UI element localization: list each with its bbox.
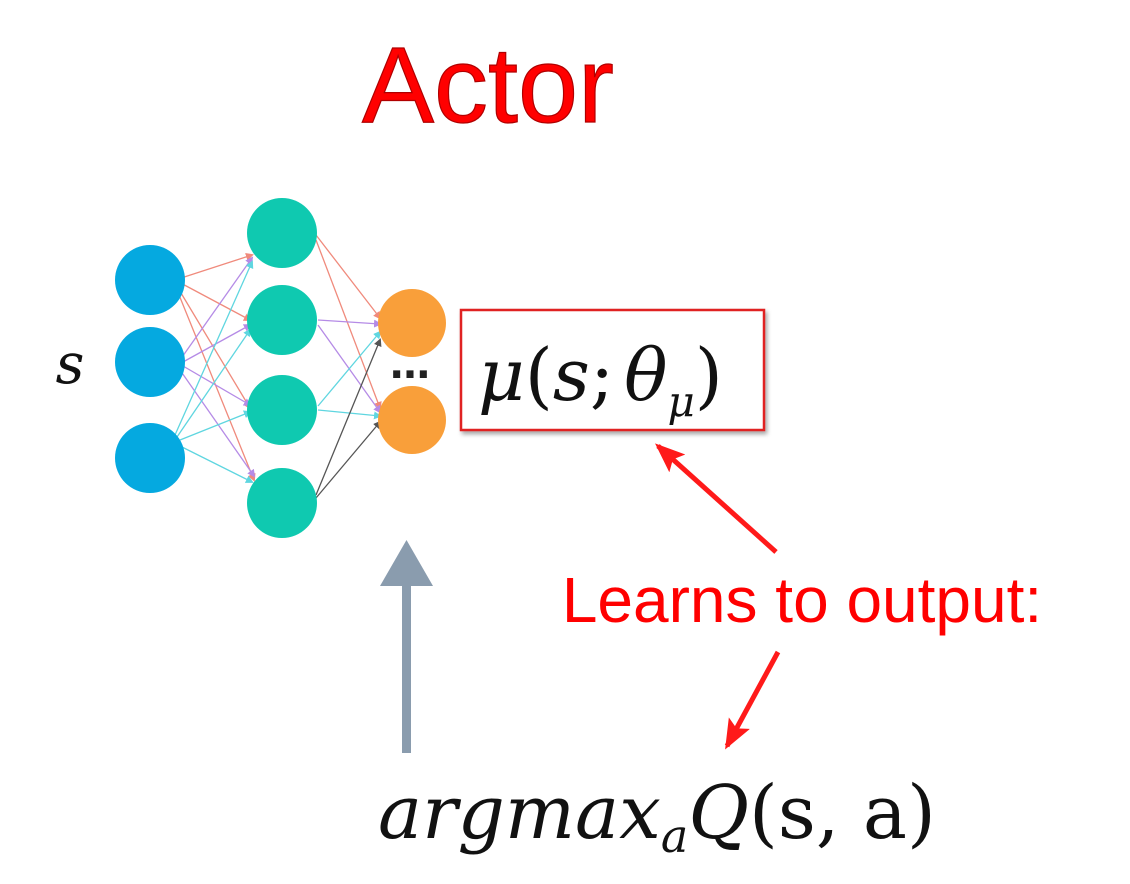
- output-close-paren: ): [695, 333, 723, 417]
- target-main: argmax: [378, 770, 661, 856]
- input-layer: [115, 245, 185, 493]
- target-func: Q: [688, 770, 749, 856]
- hidden-to-output-connections: [315, 234, 382, 499]
- output-node: [378, 386, 446, 454]
- output-box: [459, 308, 766, 432]
- output-param: θ: [624, 333, 667, 417]
- input-to-hidden-connections: [174, 253, 256, 483]
- hidden-node: [247, 198, 317, 268]
- output-open-paren: (: [525, 333, 553, 417]
- input-node: [115, 327, 185, 397]
- annotation-text: Learns to output:: [562, 564, 1042, 636]
- output-node: [378, 289, 446, 357]
- hidden-layer: [247, 198, 317, 538]
- output-layer: [378, 289, 446, 454]
- hidden-node: [247, 468, 317, 538]
- output-separator: ;: [590, 333, 614, 417]
- diagram-title: Actor: [362, 24, 614, 145]
- hidden-node: [247, 285, 317, 355]
- output-param-sub: μ: [667, 377, 694, 426]
- gradient-arrow: [380, 540, 433, 753]
- output-arg: s: [553, 333, 590, 417]
- input-node: [115, 423, 185, 493]
- target-args: (s, a): [749, 770, 936, 856]
- output-expression: μ(s;θμ): [478, 333, 723, 426]
- hidden-node: [247, 375, 317, 445]
- target-sub: a: [661, 809, 688, 863]
- input-node: [115, 245, 185, 315]
- input-label: s: [56, 332, 85, 397]
- output-func: μ: [478, 333, 525, 417]
- annotation-arrow-down: [724, 650, 781, 750]
- annotation-arrow-up: [655, 443, 778, 554]
- target-expression: argmaxaQ(s, a): [378, 770, 936, 863]
- ellipsis-label: …: [390, 342, 430, 388]
